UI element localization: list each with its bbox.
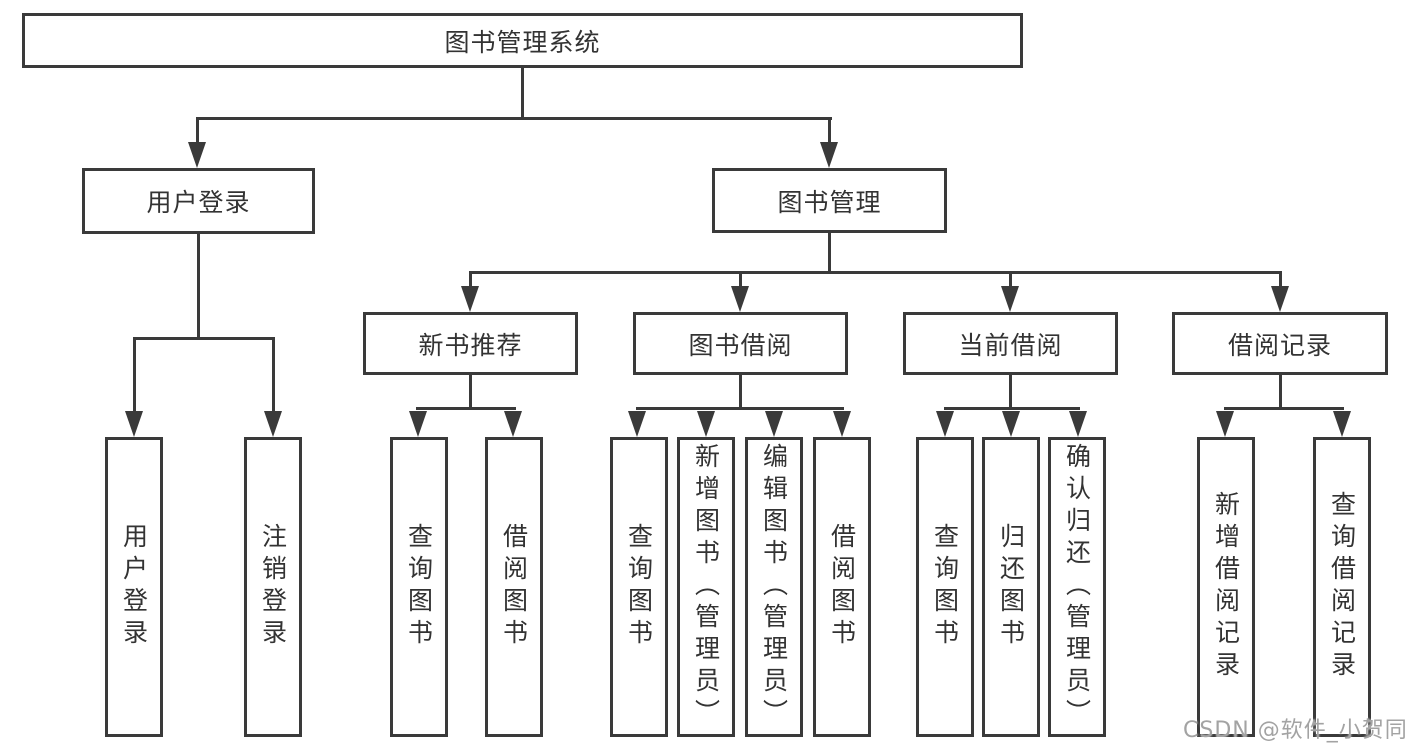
leaf-user-login: 用户登录 <box>105 437 163 737</box>
leaf-borrow-books: 借阅图书 <box>813 437 871 737</box>
connector-arrowhead <box>125 411 143 437</box>
leaf-borrow-books-recommend: 借阅图书 <box>485 437 543 737</box>
connector-line <box>828 117 831 145</box>
leaf-add-books-admin: 新增图书（管理员） <box>677 437 735 737</box>
connector-arrowhead <box>731 286 749 312</box>
connector-arrowhead <box>504 411 522 437</box>
connector-line <box>739 375 742 410</box>
node-book-management: 图书管理 <box>712 168 947 233</box>
connector-line <box>416 407 516 410</box>
node-book-borrow: 图书借阅 <box>633 312 848 375</box>
leaf-label: 查询图书 <box>404 523 434 651</box>
connector-arrowhead <box>1069 411 1087 437</box>
node-label: 借阅记录 <box>1227 330 1332 360</box>
leaf-logout: 注销登录 <box>244 437 302 737</box>
leaf-label: 查询图书 <box>624 523 654 651</box>
connector-line <box>1009 375 1012 410</box>
connector-line <box>739 271 742 288</box>
leaf-add-borrow-record: 新增借阅记录 <box>1197 437 1255 737</box>
leaf-edit-books-admin: 编辑图书（管理员） <box>745 437 803 737</box>
connector-line <box>133 337 275 340</box>
connector-arrowhead <box>697 411 715 437</box>
connector-line <box>196 117 832 120</box>
connector-line <box>1279 375 1282 410</box>
node-new-book-recommend: 新书推荐 <box>363 312 578 375</box>
connector-arrowhead <box>188 142 206 168</box>
leaf-label: 用户登录 <box>119 523 149 651</box>
leaf-label: 注销登录 <box>258 523 288 651</box>
leaf-label: 编辑图书（管理员） <box>759 443 789 731</box>
node-label: 新书推荐 <box>418 330 523 360</box>
connector-line <box>636 407 844 410</box>
leaf-label: 借阅图书 <box>499 523 529 651</box>
connector-line <box>272 337 275 413</box>
watermark: CSDN @软件_小贺同学 <box>1183 718 1405 743</box>
connector-line <box>133 337 136 413</box>
connector-arrowhead <box>1333 411 1351 437</box>
connector-line <box>1224 407 1344 410</box>
connector-line <box>469 375 472 410</box>
leaf-label: 新增图书（管理员） <box>691 443 721 731</box>
leaf-label: 新增借阅记录 <box>1211 491 1241 683</box>
connector-line <box>944 407 1080 410</box>
connector-line <box>1279 271 1282 288</box>
node-root: 图书管理系统 <box>22 13 1023 68</box>
node-label: 图书借阅 <box>688 330 793 360</box>
connector-arrowhead <box>461 286 479 312</box>
connector-arrowhead <box>628 411 646 437</box>
connector-arrowhead <box>264 411 282 437</box>
connector-line <box>521 68 524 117</box>
connector-arrowhead <box>1002 411 1020 437</box>
node-label: 用户登录 <box>146 188 251 217</box>
leaf-return-books: 归还图书 <box>982 437 1040 737</box>
connector-arrowhead <box>833 411 851 437</box>
leaf-confirm-return-admin: 确认归还（管理员） <box>1048 437 1106 737</box>
connector-arrowhead <box>936 411 954 437</box>
node-current-borrow: 当前借阅 <box>903 312 1118 375</box>
leaf-query-books-current: 查询图书 <box>916 437 974 737</box>
connector-arrowhead <box>1001 286 1019 312</box>
connector-line <box>828 233 831 274</box>
leaf-query-books-recommend: 查询图书 <box>390 437 448 737</box>
leaf-label: 确认归还（管理员） <box>1062 443 1092 731</box>
leaf-query-borrow-record: 查询借阅记录 <box>1313 437 1371 737</box>
leaf-label: 查询借阅记录 <box>1327 491 1357 683</box>
connector-arrowhead <box>1271 286 1289 312</box>
node-user-login: 用户登录 <box>82 168 315 234</box>
connector-line <box>196 117 199 145</box>
connector-line <box>469 271 472 288</box>
leaf-label: 归还图书 <box>996 523 1026 651</box>
connector-arrowhead <box>409 411 427 437</box>
node-label: 图书管理系统 <box>444 27 601 57</box>
leaf-label: 查询图书 <box>930 523 960 651</box>
connector-line <box>197 234 200 340</box>
node-label: 当前借阅 <box>958 330 1063 360</box>
connector-arrowhead <box>820 142 838 168</box>
connector-arrowhead <box>765 411 783 437</box>
node-label: 图书管理 <box>777 187 882 217</box>
node-borrow-record: 借阅记录 <box>1172 312 1388 375</box>
connector-line <box>1009 271 1012 288</box>
leaf-label: 借阅图书 <box>827 523 857 651</box>
leaf-query-books-borrow: 查询图书 <box>610 437 668 737</box>
connector-line <box>469 271 1282 274</box>
connector-arrowhead <box>1216 411 1234 437</box>
